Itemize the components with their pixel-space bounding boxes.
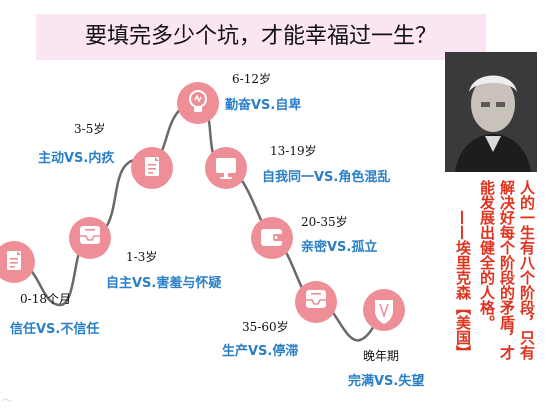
- watermark: 〜: [2, 394, 13, 407]
- inbox-tray-icon: [80, 226, 100, 244]
- stage-age-3: 3-5岁: [74, 122, 106, 136]
- stage-age-1: 0-18个月: [20, 292, 71, 306]
- stage-label-5: 自我同一VS.角色混乱: [262, 170, 391, 185]
- stage-node-3: [131, 147, 173, 189]
- stage-label-4: 勤奋VS.自卑: [225, 98, 302, 113]
- document-icon: [7, 251, 21, 270]
- monitor-icon: [216, 158, 236, 179]
- portrait-figure: [445, 52, 537, 172]
- stage-label-7: 生产VS.停滞: [222, 344, 299, 359]
- stage-node-1: [0, 241, 35, 283]
- stage-label-8: 完满VS.失望: [348, 374, 425, 389]
- shield-icon: [375, 300, 393, 324]
- document-icon: [145, 157, 159, 176]
- stage-age-5: 13-19岁: [270, 144, 317, 158]
- stage-age-8: 晚年期: [363, 349, 400, 363]
- stage-node-6: [251, 217, 293, 259]
- quote-column-1: 人的一生有八个阶段，只有: [518, 180, 536, 360]
- page-title: 要填完多少个坑，才能幸福过一生？: [84, 24, 437, 49]
- stage-age-2: 1-3岁: [126, 250, 158, 264]
- wallet-icon: [261, 229, 283, 246]
- lightbulb-icon: [189, 90, 207, 112]
- stage-node-7: [295, 281, 337, 323]
- stage-node-8: [363, 289, 405, 331]
- stage-node-2: [69, 217, 111, 259]
- title-banner: 要填完多少个坑，才能幸福过一生？: [36, 14, 486, 60]
- portrait-photo: [445, 52, 537, 172]
- stage-node-4: [177, 82, 219, 124]
- stage-label-2: 自主VS.害羞与怀疑: [106, 276, 222, 291]
- stage-label-3: 主动VS.内疚: [38, 151, 115, 166]
- quote-column-2: 解决好每个阶段的矛盾，才: [498, 180, 516, 360]
- stage-node-5: [205, 147, 247, 189]
- stage-age-4: 6-12岁: [232, 72, 271, 86]
- quote-attribution: ——埃里克森【美国】: [454, 210, 472, 360]
- quote-column-3: 能发展出健全的人格。: [478, 180, 496, 330]
- inbox-tray-icon: [306, 290, 326, 308]
- stage-age-6: 20-35岁: [301, 215, 348, 229]
- stage-label-6: 亲密VS.孤立: [301, 240, 378, 255]
- stage-age-7: 35-60岁: [242, 320, 289, 334]
- stage-label-1: 信任VS.不信任: [10, 322, 100, 337]
